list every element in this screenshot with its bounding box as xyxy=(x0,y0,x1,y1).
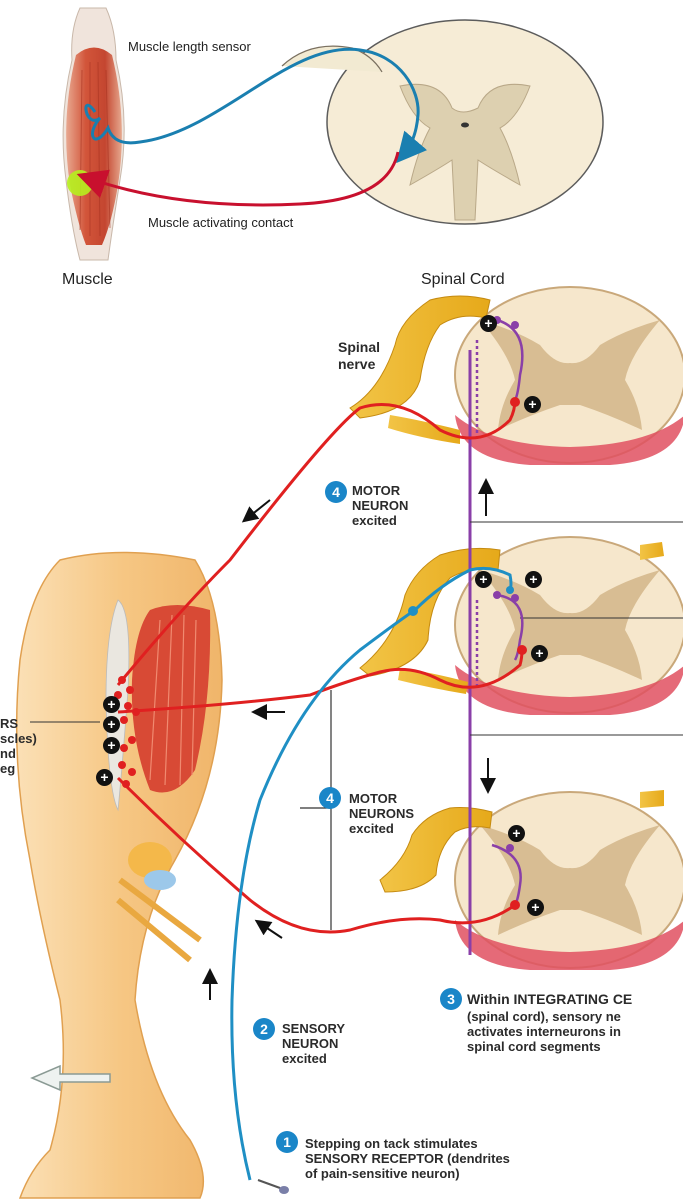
synapse-plus-3: + xyxy=(475,571,492,588)
muscle-activating-contact-label: Muscle activating contact xyxy=(148,215,293,230)
step-1-stepping-text: Stepping on tack stimulates SENSORY RECE… xyxy=(305,1136,510,1181)
spinal-nerve-label: Spinal nerve xyxy=(338,339,380,373)
step-3-title-text: Within INTEGRATING CE xyxy=(467,992,632,1007)
synapse-plus-8: + xyxy=(103,696,120,713)
spinal-cord-segment-1 xyxy=(455,287,683,465)
step-4-badge-mid: 4 xyxy=(319,787,341,809)
synapse-plus-7: + xyxy=(527,899,544,916)
synapse-plus-10: + xyxy=(103,737,120,754)
spinal-cord-label: Spinal Cord xyxy=(421,271,505,289)
synapse-plus-6: + xyxy=(508,825,525,842)
synapse-plus-1: + xyxy=(480,315,497,332)
synapse-plus-5: + xyxy=(531,645,548,662)
step-4-badge-top: 4 xyxy=(325,481,347,503)
step-1-badge: 1 xyxy=(276,1131,298,1153)
synapse-plus-4: + xyxy=(525,571,542,588)
synapse-plus-11: + xyxy=(96,769,113,786)
step-3-badge: 3 xyxy=(440,988,462,1010)
step-2-badge: 2 xyxy=(253,1018,275,1040)
step-4-motor-neurons-text: MOTOR NEURONS excited xyxy=(349,791,414,836)
step-3-body-text: (spinal cord), sensory ne activates inte… xyxy=(467,1009,621,1054)
muscle-length-sensor-label: Muscle length sensor xyxy=(128,39,251,54)
motor-bracket xyxy=(300,690,331,930)
step-4-motor-neuron-text: MOTOR NEURON excited xyxy=(352,483,408,528)
effector-fragment-text: RS scles) nd eg xyxy=(0,716,37,776)
synapse-plus-2: + xyxy=(524,396,541,413)
leg-illustration xyxy=(17,553,222,1199)
synapse-plus-9: + xyxy=(103,716,120,733)
step-2-sensory-neuron-text: SENSORY NEURON excited xyxy=(282,1021,345,1066)
muscle-label: Muscle xyxy=(62,271,113,289)
